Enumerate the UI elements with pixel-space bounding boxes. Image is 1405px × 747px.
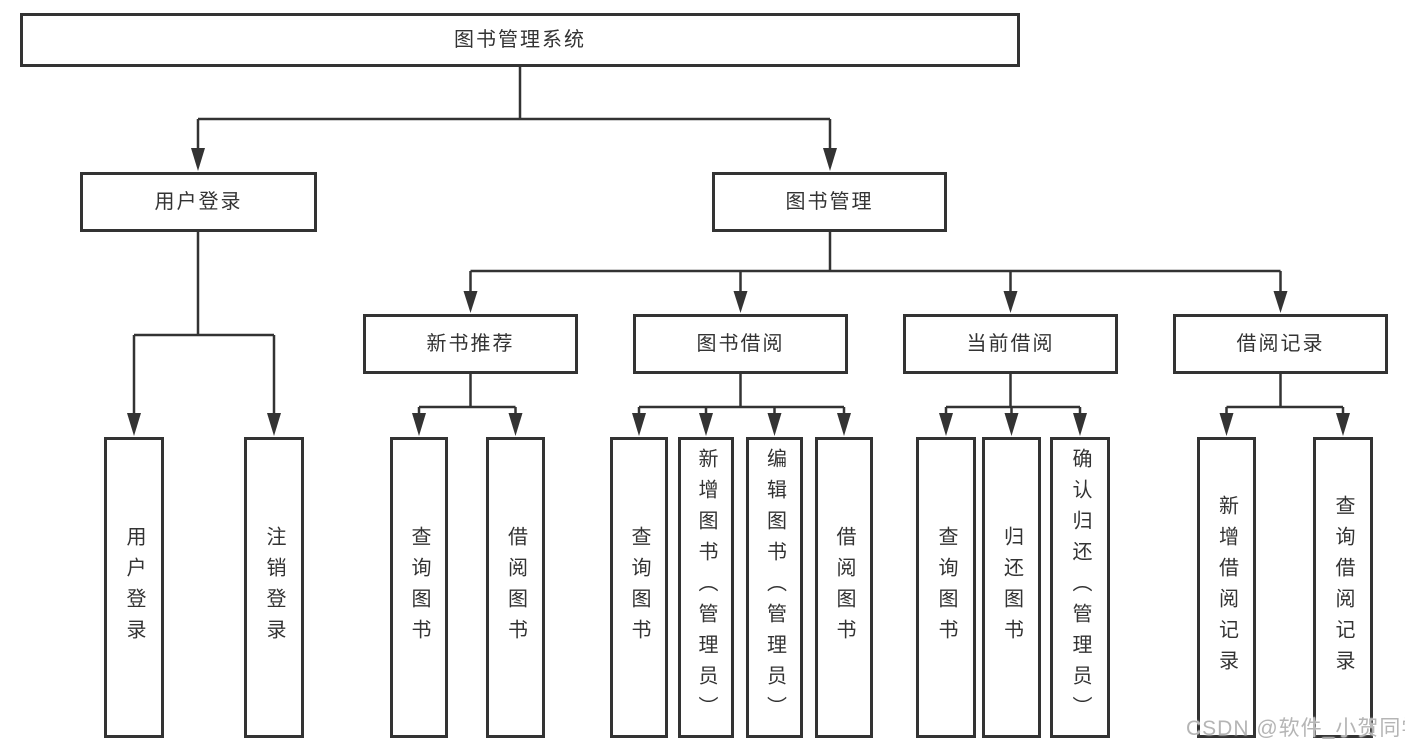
- node-label: 新增图书（管理员）: [695, 448, 717, 727]
- node-label: 借阅图书: [504, 525, 527, 650]
- arrowheads: [127, 148, 1350, 436]
- tree-edges: [132, 67, 1345, 415]
- node-book-borrowing: 图书借阅: [633, 314, 848, 374]
- node-user-login: 用户登录: [80, 172, 317, 232]
- node-label: 新增借阅记录: [1215, 494, 1238, 681]
- node-root: 图书管理系统: [20, 13, 1020, 67]
- node-label: 借阅图书: [833, 525, 855, 650]
- leaf-confirm-return-admin: 确认归还（管理员）: [1050, 437, 1110, 738]
- leaf-query-books-borrowing: 查询图书: [610, 437, 668, 738]
- node-label: 图书管理系统: [454, 29, 586, 51]
- leaf-query-borrow-record: 查询借阅记录: [1313, 437, 1373, 738]
- node-label: 编辑图书（管理员）: [763, 448, 786, 727]
- node-label: 图书借阅: [696, 333, 785, 355]
- leaf-edit-book-admin: 编辑图书（管理员）: [746, 437, 803, 738]
- node-label: 查询借阅记录: [1332, 494, 1354, 681]
- node-label: 用户登录: [154, 191, 243, 213]
- csdn-watermark: CSDN @软件_小贺同学: [1186, 717, 1405, 740]
- node-current-borrowing: 当前借阅: [903, 314, 1118, 374]
- leaf-borrow-books-recommend: 借阅图书: [486, 437, 545, 738]
- node-book-management: 图书管理: [712, 172, 947, 232]
- node-label: 图书管理: [785, 191, 874, 213]
- leaf-add-book-admin: 新增图书（管理员）: [678, 437, 734, 738]
- node-label: 查询图书: [935, 525, 957, 650]
- node-label: 确认归还（管理员）: [1069, 448, 1091, 727]
- leaf-query-books-current: 查询图书: [916, 437, 976, 738]
- node-label: 注销登录: [263, 525, 285, 650]
- node-label: 用户登录: [123, 525, 145, 650]
- node-label: 新书推荐: [426, 333, 515, 355]
- node-label: 归还图书: [1000, 525, 1023, 650]
- node-new-book-recommend: 新书推荐: [363, 314, 578, 374]
- node-label: 当前借阅: [966, 333, 1055, 355]
- node-borrow-records: 借阅记录: [1173, 314, 1388, 374]
- node-label: 借阅记录: [1236, 333, 1325, 355]
- leaf-user-login: 用户登录: [104, 437, 164, 738]
- leaf-logout: 注销登录: [244, 437, 304, 738]
- node-label: 查询图书: [408, 525, 430, 650]
- leaf-return-books: 归还图书: [982, 437, 1041, 738]
- leaf-borrow-books-borrowing: 借阅图书: [815, 437, 873, 738]
- leaf-query-books-recommend: 查询图书: [390, 437, 448, 738]
- node-label: 查询图书: [628, 525, 650, 650]
- leaf-add-borrow-record: 新增借阅记录: [1197, 437, 1256, 738]
